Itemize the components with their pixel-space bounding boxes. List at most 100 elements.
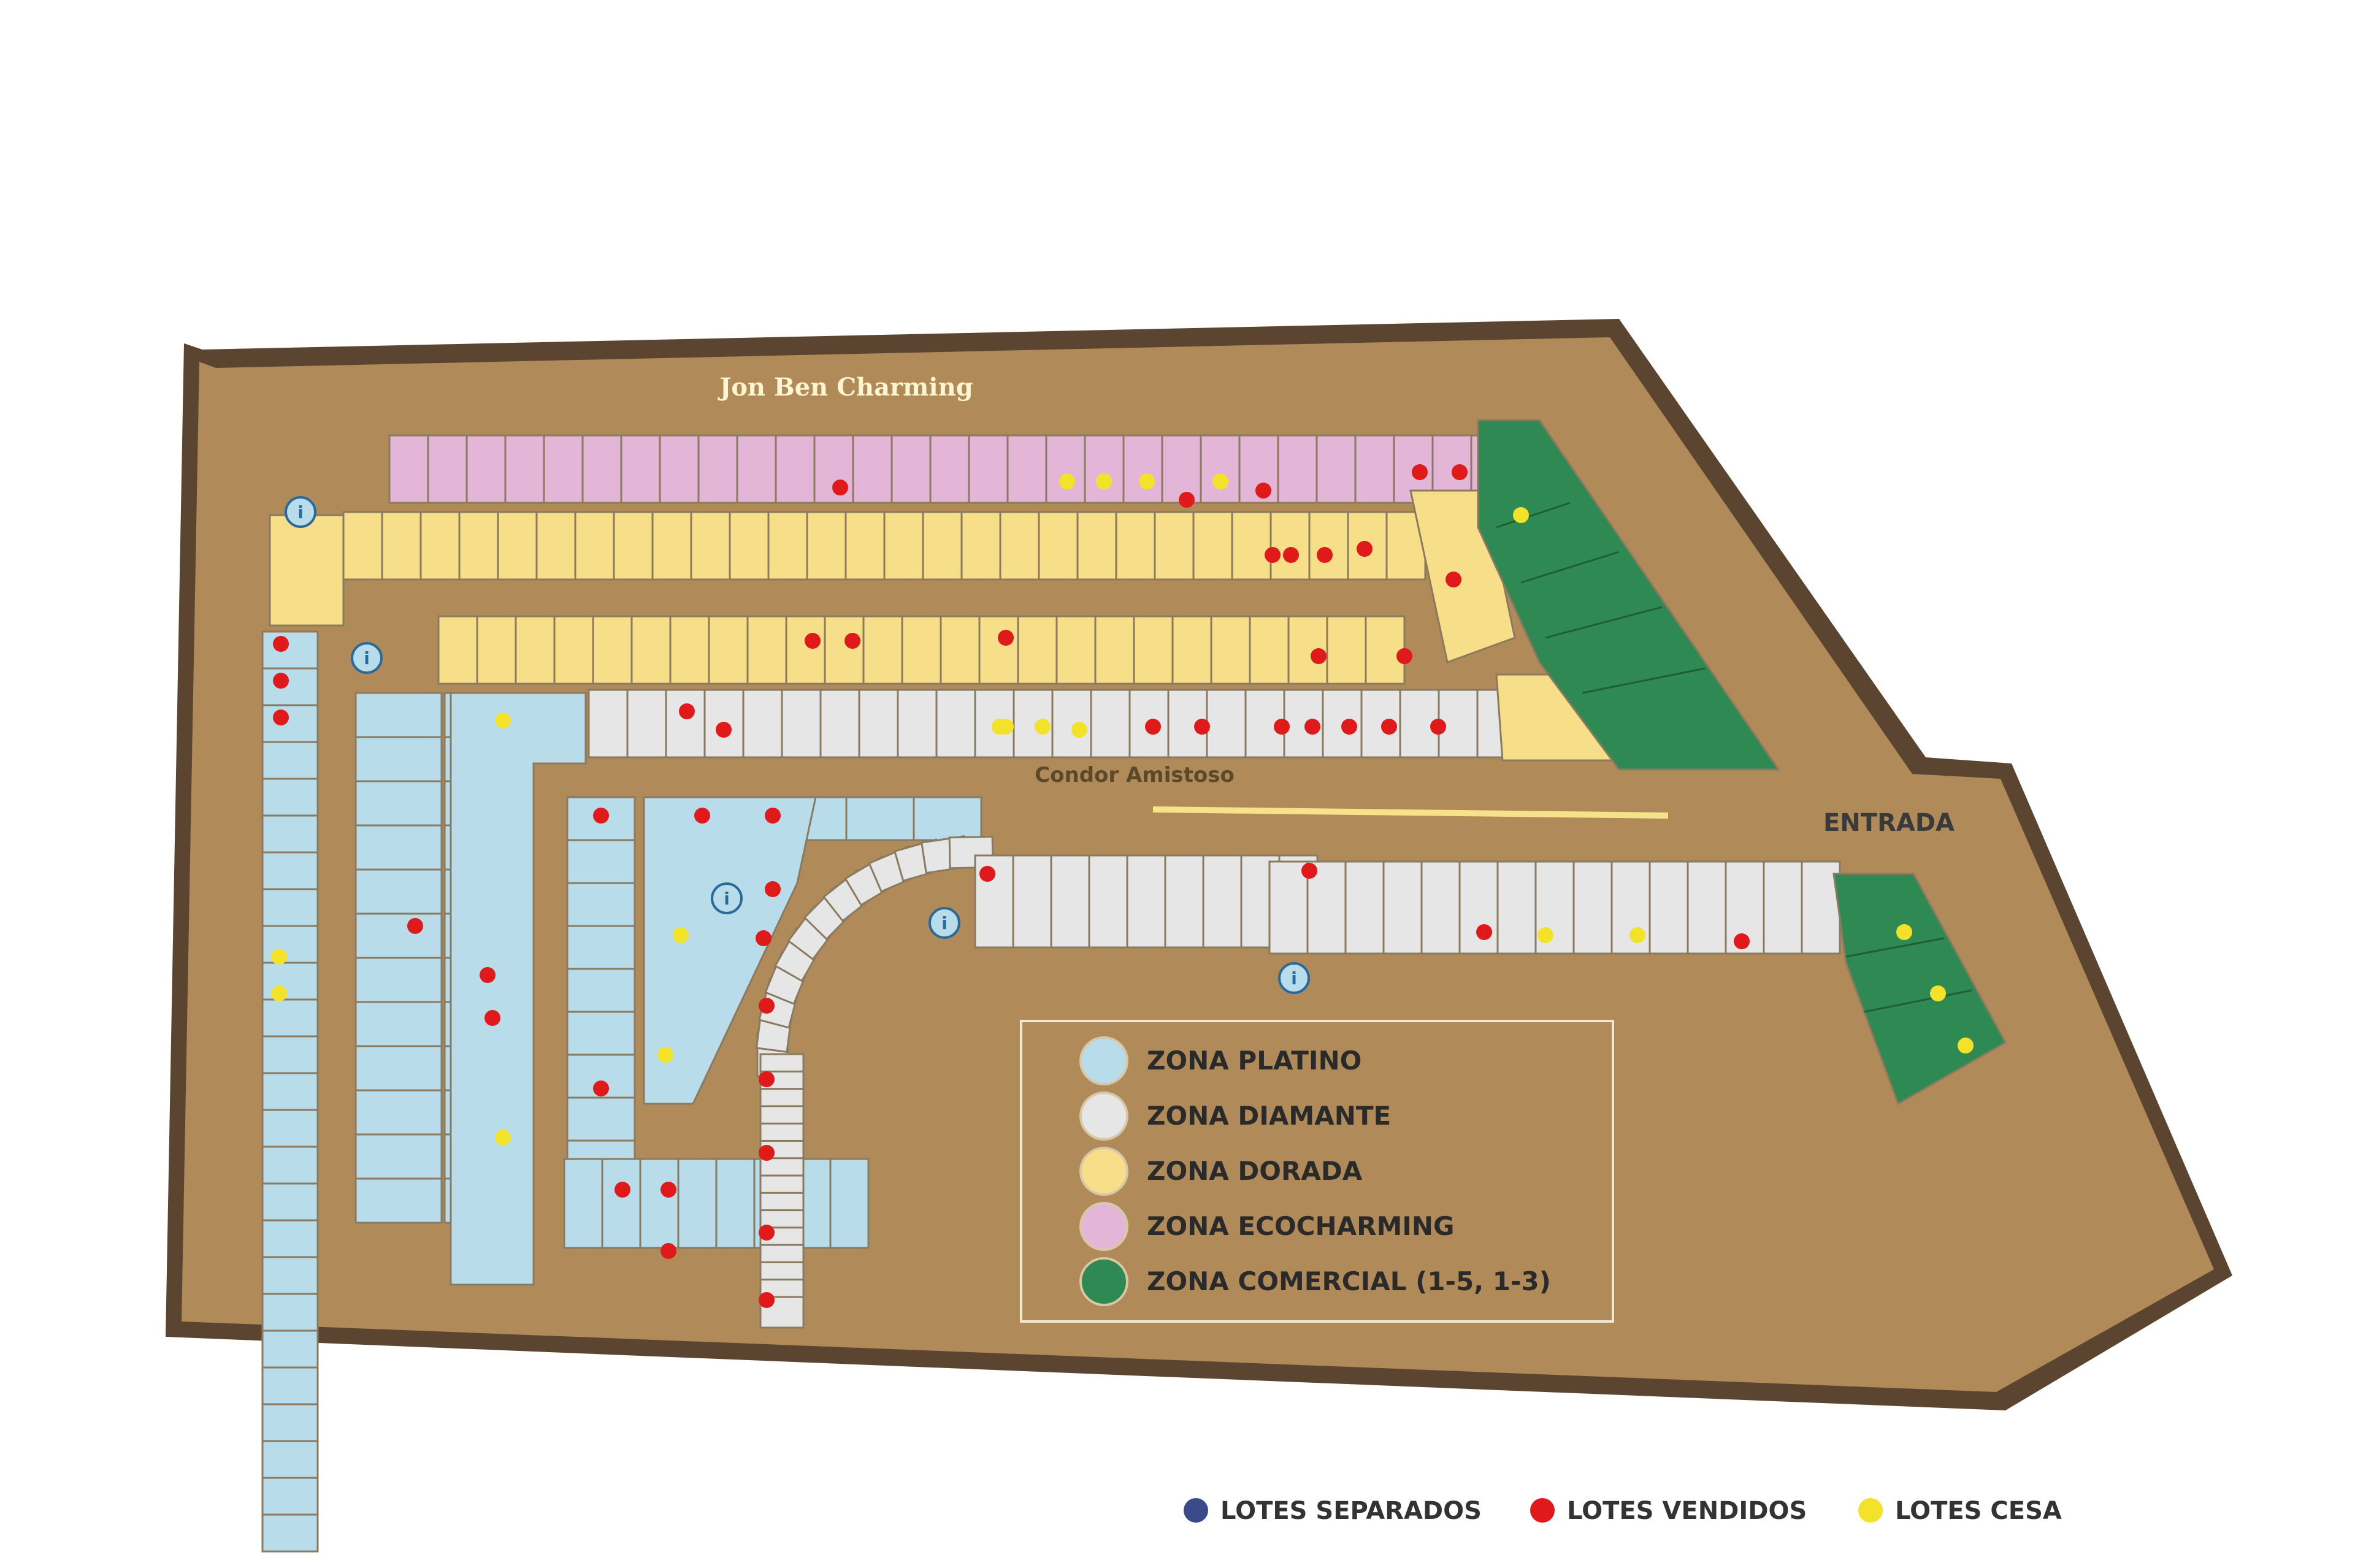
lot[interactable] [261,741,319,780]
lot[interactable] [1249,615,1290,685]
lot[interactable] [913,796,982,841]
lot[interactable] [458,511,499,581]
lot[interactable] [261,888,319,927]
lot[interactable] [566,1011,636,1056]
lot[interactable] [651,511,692,581]
lot[interactable] [553,615,594,685]
lot[interactable] [354,1001,443,1047]
lot[interactable] [858,689,899,759]
lot[interactable] [1315,434,1357,504]
lot[interactable] [261,925,319,964]
lot[interactable] [261,814,319,854]
lot[interactable] [476,615,517,685]
lot[interactable] [342,511,383,581]
lot[interactable] [659,434,700,504]
lot[interactable] [261,1403,319,1442]
lot[interactable] [715,1158,756,1249]
lot[interactable] [354,957,443,1003]
lot[interactable] [1763,860,1803,955]
lot[interactable] [1090,689,1131,759]
lot[interactable] [708,615,749,685]
lot[interactable] [1687,860,1727,955]
lot[interactable] [677,1158,718,1249]
lot[interactable] [665,689,706,759]
lot[interactable] [354,1045,443,1092]
lot[interactable] [742,689,783,759]
lot[interactable] [1610,860,1651,955]
lot[interactable] [504,434,545,504]
lot[interactable] [630,615,672,685]
lot[interactable] [354,692,443,738]
lot[interactable] [261,1440,319,1479]
lot[interactable] [566,968,636,1013]
lot[interactable] [261,1293,319,1332]
lot[interactable] [1133,615,1174,685]
lot[interactable] [901,615,942,685]
lot[interactable] [1269,511,1311,581]
lot[interactable] [543,434,584,504]
lot[interactable] [261,1477,319,1516]
lot[interactable] [261,1256,319,1295]
lot[interactable] [261,1145,319,1185]
lot[interactable] [639,1158,680,1249]
lot[interactable] [1572,860,1613,955]
lot[interactable] [845,796,915,841]
lot[interactable] [929,434,970,504]
lot[interactable] [785,615,826,685]
lot[interactable] [1094,615,1135,685]
lot[interactable] [813,434,854,504]
lot[interactable] [388,434,429,504]
lot[interactable] [613,511,654,581]
lot[interactable] [746,615,787,685]
lot[interactable] [588,689,629,759]
lot[interactable] [261,851,319,890]
lot[interactable] [354,1133,443,1180]
lot[interactable] [974,854,1014,949]
lot[interactable] [1277,434,1318,504]
lot[interactable] [844,511,886,581]
lot[interactable] [354,780,443,827]
lot[interactable] [1017,615,1058,685]
lot[interactable] [1283,689,1324,759]
lot[interactable] [1045,434,1086,504]
lot[interactable] [922,511,963,581]
lot[interactable] [354,736,443,782]
lot[interactable] [601,1158,641,1249]
lot[interactable] [968,434,1009,504]
lot[interactable] [1115,511,1156,581]
lot[interactable] [620,434,661,504]
lot[interactable] [729,511,770,581]
lot[interactable] [1648,860,1689,955]
lot[interactable] [1076,511,1117,581]
lot[interactable] [427,434,468,504]
lot[interactable] [437,615,478,685]
lot[interactable] [1365,615,1406,685]
lot[interactable] [1088,854,1128,949]
lot[interactable] [1496,860,1537,955]
lot[interactable] [354,1177,443,1224]
info-icon[interactable] [1278,962,1310,994]
lot[interactable] [806,511,847,581]
lot[interactable] [1055,615,1097,685]
lot[interactable] [736,434,777,504]
lot[interactable] [1050,854,1090,949]
lot[interactable] [566,882,636,927]
lot[interactable] [1210,615,1251,685]
lot[interactable] [1231,511,1272,581]
lot[interactable] [261,1513,319,1553]
lot[interactable] [1084,434,1125,504]
lot[interactable] [419,511,461,581]
lot[interactable] [1006,434,1047,504]
lot[interactable] [978,615,1019,685]
lot[interactable] [261,1219,319,1258]
lot[interactable] [1202,854,1243,949]
lot[interactable] [261,1035,319,1074]
lot[interactable] [354,1089,443,1136]
lot[interactable] [862,615,903,685]
info-icon[interactable] [351,642,383,674]
lot[interactable] [1268,860,1309,955]
lot[interactable] [1171,615,1212,685]
lot[interactable] [354,912,443,959]
lot[interactable] [935,689,976,759]
lot[interactable] [940,615,981,685]
